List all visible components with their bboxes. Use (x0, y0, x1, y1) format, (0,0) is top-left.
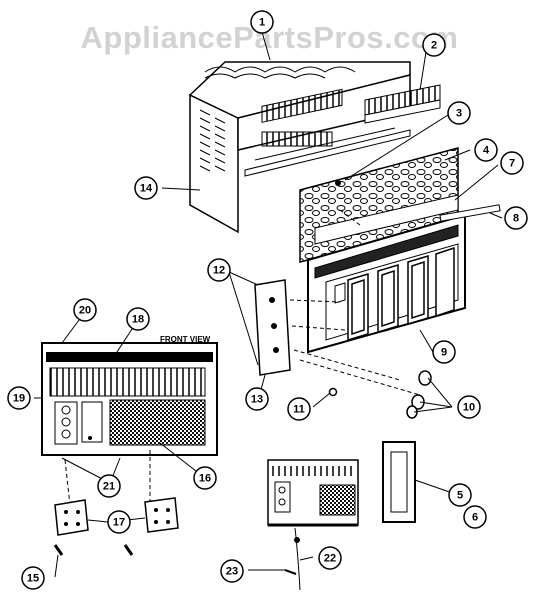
callout-number: 23 (226, 566, 238, 578)
callout-number: 17 (113, 517, 125, 529)
callout-number: 16 (199, 473, 211, 485)
callout-number: 18 (132, 314, 144, 326)
callout-number: 20 (79, 305, 91, 317)
callout-circle (207, 258, 231, 282)
callout-number: 14 (140, 183, 153, 195)
callout-circle (318, 546, 342, 570)
callout-number: 6 (472, 512, 478, 524)
callout-circle (287, 397, 311, 421)
cabinet-shell (188, 61, 411, 234)
control-knobs (406, 370, 432, 419)
callout-circle (457, 395, 481, 419)
callout-circle (7, 386, 31, 410)
callout-circle (73, 298, 97, 322)
front-grille (307, 213, 466, 354)
filter-retainer (314, 194, 459, 245)
control-plate (254, 279, 291, 376)
callout-number: 15 (27, 573, 39, 585)
callout-circle (504, 206, 528, 230)
top-louver-part (364, 84, 441, 124)
callout-number: 10 (463, 402, 475, 414)
callout-circle (21, 566, 45, 590)
callout-circle (126, 307, 150, 331)
callout-number: 21 (103, 481, 115, 493)
callout-circle (432, 340, 456, 364)
callout-circle (107, 510, 131, 534)
front-view-unit (41, 342, 218, 456)
callout-number: 3 (456, 108, 462, 120)
vent-control-slide (439, 204, 501, 222)
callout-circle (220, 559, 244, 583)
bracket-screws (53, 544, 134, 556)
callout-number: 7 (509, 158, 515, 170)
callout-number: 11 (293, 404, 305, 416)
callout-circle (500, 151, 524, 175)
callout-number: 19 (13, 393, 25, 405)
front-view-label: FRONT VIEW (160, 335, 211, 344)
callout-number: 9 (441, 347, 447, 359)
callout-circle (193, 466, 217, 490)
callout-number: 5 (457, 490, 463, 502)
callout-number: 13 (251, 394, 263, 406)
callout-number: 4 (483, 145, 490, 157)
callout-number: 12 (213, 265, 225, 277)
callout-circle (474, 138, 498, 162)
callout-number: 8 (513, 213, 519, 225)
leader-lines (34, 31, 503, 578)
callout-circle (97, 474, 121, 498)
filter-frame (382, 441, 416, 523)
callout-circle (245, 387, 269, 411)
callout-circle (448, 483, 472, 507)
callout-number: 1 (259, 17, 265, 29)
callout-circle (250, 10, 274, 34)
callout-number: 2 (431, 40, 437, 52)
bracket-guide-lines (64, 450, 151, 506)
callout-circle (422, 33, 446, 57)
callout-number: 22 (324, 553, 336, 565)
callout-circle (134, 176, 158, 200)
mounting-brackets (54, 497, 179, 536)
callout-circle (447, 101, 471, 125)
clip-part (328, 387, 338, 397)
detail-view (267, 459, 359, 591)
assembly-guide-lines (289, 209, 421, 396)
callout-circle (463, 505, 487, 529)
